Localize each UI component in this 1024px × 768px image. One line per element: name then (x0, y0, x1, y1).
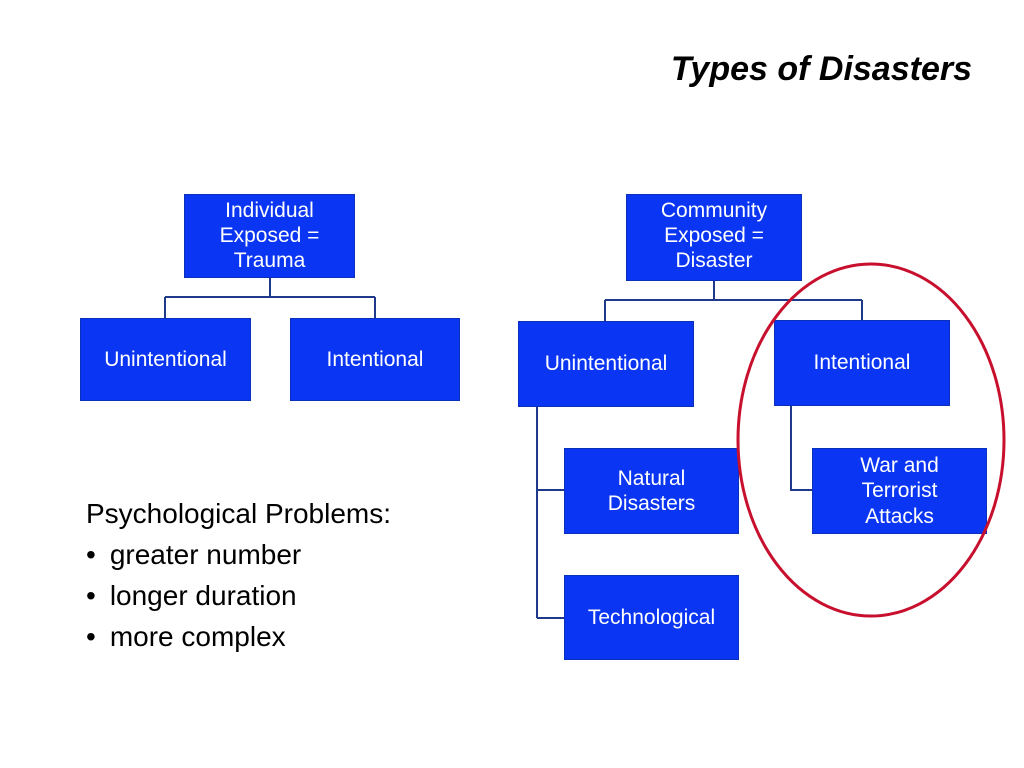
psychological-problems: Psychological Problems: greater number l… (86, 493, 391, 657)
problems-heading: Psychological Problems: (86, 498, 392, 529)
technological-node: Technological (564, 575, 739, 660)
community-unintentional-node: Unintentional (518, 321, 694, 407)
problems-list: greater number longer duration more comp… (86, 534, 391, 657)
problem-item: more complex (86, 616, 391, 657)
community-intentional-node: Intentional (774, 320, 950, 406)
problem-item: greater number (86, 534, 391, 575)
war-terrorist-attacks-node: War and Terrorist Attacks (812, 448, 987, 534)
community-exposed-node: Community Exposed = Disaster (626, 194, 802, 281)
natural-disasters-node: Natural Disasters (564, 448, 739, 534)
individual-exposed-node: Individual Exposed = Trauma (184, 194, 355, 278)
problem-item: longer duration (86, 575, 391, 616)
slide-title: Types of Disasters (670, 50, 972, 88)
individual-intentional-node: Intentional (290, 318, 460, 401)
individual-unintentional-node: Unintentional (80, 318, 251, 401)
